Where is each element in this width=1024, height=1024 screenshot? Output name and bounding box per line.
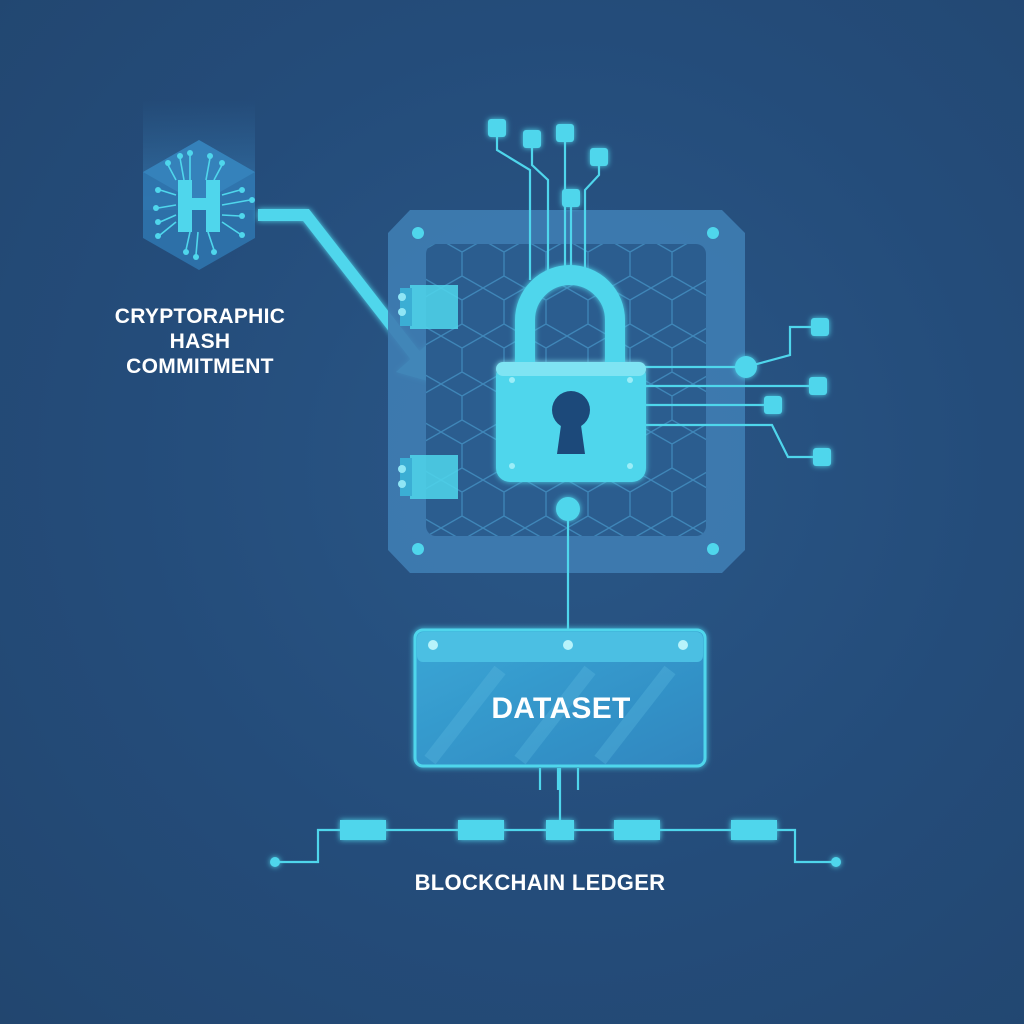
ledger-block xyxy=(340,820,386,840)
padlock-icon xyxy=(496,265,646,482)
ledger-block xyxy=(731,820,777,840)
ledger-block xyxy=(614,820,660,840)
ledger-block xyxy=(546,820,574,840)
hash-chip-icon xyxy=(143,100,255,270)
blockchain-icon xyxy=(340,820,777,840)
blockchain-ledger-label: BLOCKCHAIN LEDGER xyxy=(414,870,666,895)
dataset-label: DATASET xyxy=(491,692,631,725)
circuit-nodes xyxy=(270,119,841,867)
ledger-block xyxy=(458,820,504,840)
dataset-box xyxy=(413,628,707,768)
hinge xyxy=(400,285,458,499)
hash-commitment-label: CRYPTORAPHIC HASH COMMITMENT xyxy=(114,305,286,378)
